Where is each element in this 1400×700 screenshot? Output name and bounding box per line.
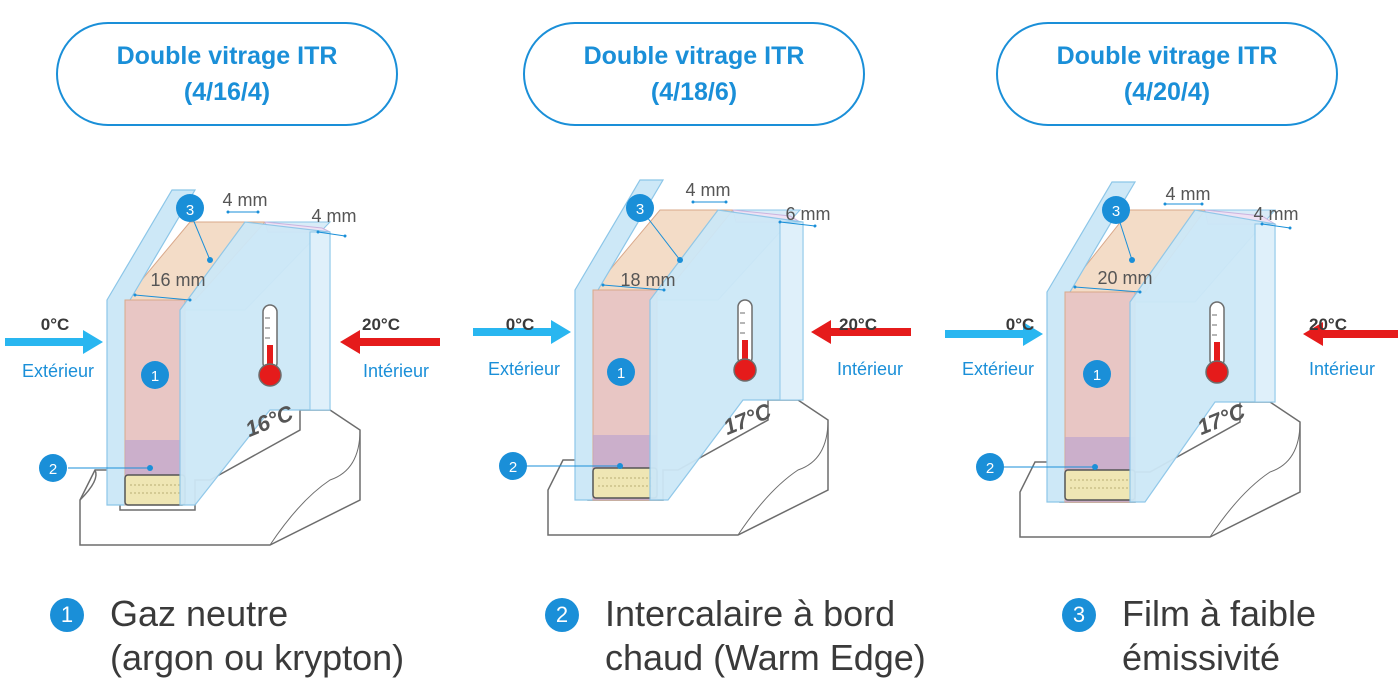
outer-glass-thickness: 4 mm (686, 180, 731, 200)
marker-3-text: 3 (1112, 203, 1120, 220)
legend-number: 1 (50, 598, 84, 632)
legend-number: 2 (545, 598, 579, 632)
legend-text: Gaz neutre (argon ou krypton) (110, 592, 404, 680)
ext-temp: 0°C (506, 315, 535, 334)
hot-arrow-icon (1303, 322, 1398, 346)
legend-line-2: chaud (Warm Edge) (605, 637, 926, 678)
inner-glass-thickness: 6 mm (786, 204, 831, 224)
thermometer-icon (1205, 301, 1229, 384)
warm-edge-spacer (124, 474, 186, 506)
outer-glass-thickness: 4 mm (223, 190, 268, 210)
int-label: Intérieur (363, 361, 429, 381)
title-line-2: (4/16/4) (183, 78, 271, 106)
thermometer-icon (733, 299, 757, 382)
title-line-1: Double vitrage ITR (583, 42, 805, 70)
cold-arrow-icon (473, 320, 571, 344)
title-pill-2: Double vitrage ITR (4/18/6) (523, 22, 865, 126)
marker-2 (499, 452, 527, 480)
warm-edge-spacer (592, 467, 658, 499)
inner-glass-thickness: 4 mm (1254, 204, 1299, 224)
marker-2 (39, 454, 67, 482)
marker-1 (141, 361, 169, 389)
title-line-2: (4/20/4) (1123, 78, 1211, 106)
marker-1-text: 1 (1093, 367, 1101, 384)
outer-glass-thickness: 4 mm (1166, 184, 1211, 204)
int-label: Intérieur (837, 359, 903, 379)
legend-line-1: Intercalaire à bord (605, 593, 896, 634)
gap-thickness: 16 mm (150, 270, 205, 290)
title-line-1: Double vitrage ITR (1056, 42, 1278, 70)
title-line-2: (4/18/6) (650, 78, 738, 106)
legend-line-2: (argon ou krypton) (110, 637, 405, 678)
ext-temp: 0°C (1006, 315, 1035, 334)
marker-3-text: 3 (636, 201, 644, 218)
int-temp: 20°C (839, 315, 877, 334)
panel-2: 3 1 2 4 mm 6 mm 18 mm 17°C 0°C Extérieur… (473, 179, 911, 536)
title-pill-1: Double vitrage ITR (4/16/4) (56, 22, 398, 126)
int-label: Intérieur (1309, 359, 1375, 379)
marker-1 (607, 358, 635, 386)
marker-1 (1083, 360, 1111, 388)
legend-item-1: 1 Gaz neutre (argon ou krypton) (50, 592, 404, 680)
legend-text: Film à faible émissivité (1122, 592, 1316, 680)
warm-edge-spacer (1064, 469, 1136, 501)
legend-text: Intercalaire à bord chaud (Warm Edge) (605, 592, 926, 680)
marker-2-text: 2 (986, 460, 994, 477)
title-pill-3: Double vitrage ITR (4/20/4) (996, 22, 1338, 126)
marker-3-text: 3 (186, 202, 194, 219)
cold-arrow-icon (945, 322, 1043, 346)
title-line-1: Double vitrage ITR (116, 42, 338, 70)
gap-thickness: 18 mm (620, 270, 675, 290)
panel-3: 3 1 2 4 mm 4 mm 20 mm 17°C 0°C Extérieur… (945, 181, 1398, 538)
legend-line-1: Gaz neutre (110, 593, 289, 634)
ext-label: Extérieur (488, 359, 560, 379)
legend-line-1: Film à faible (1122, 593, 1317, 634)
ext-label: Extérieur (22, 361, 94, 381)
marker-3 (176, 194, 204, 222)
hot-arrow-icon (811, 320, 911, 344)
thermometer-icon (258, 304, 282, 387)
marker-2-text: 2 (509, 459, 517, 476)
glazing-diagram: 3 1 2 4 mm 4 mm 16 mm 16°C 0°C Extérieur… (5, 179, 1398, 546)
legend-line-2: émissivité (1122, 637, 1281, 678)
inner-glass (1129, 209, 1276, 503)
legend-number: 3 (1062, 598, 1096, 632)
int-temp: 20°C (362, 315, 400, 334)
gap-thickness: 20 mm (1097, 268, 1152, 288)
inner-glass (649, 209, 804, 501)
cold-arrow-icon (5, 330, 103, 354)
int-temp: 20°C (1309, 315, 1347, 334)
legend-item-3: 3 Film à faible émissivité (1062, 592, 1316, 680)
marker-2 (976, 453, 1004, 481)
marker-1-text: 1 (617, 365, 625, 382)
panel-1: 3 1 2 4 mm 4 mm 16 mm 16°C 0°C Extérieur… (5, 189, 440, 546)
inner-glass (179, 221, 331, 506)
legend-item-2: 2 Intercalaire à bord chaud (Warm Edge) (545, 592, 926, 680)
marker-2-text: 2 (49, 461, 57, 478)
marker-3 (1102, 196, 1130, 224)
marker-3 (626, 194, 654, 222)
ext-temp: 0°C (41, 315, 70, 334)
inner-glass-thickness: 4 mm (312, 206, 357, 226)
hot-arrow-icon (340, 330, 440, 354)
ext-label: Extérieur (962, 359, 1034, 379)
marker-1-text: 1 (151, 368, 159, 385)
